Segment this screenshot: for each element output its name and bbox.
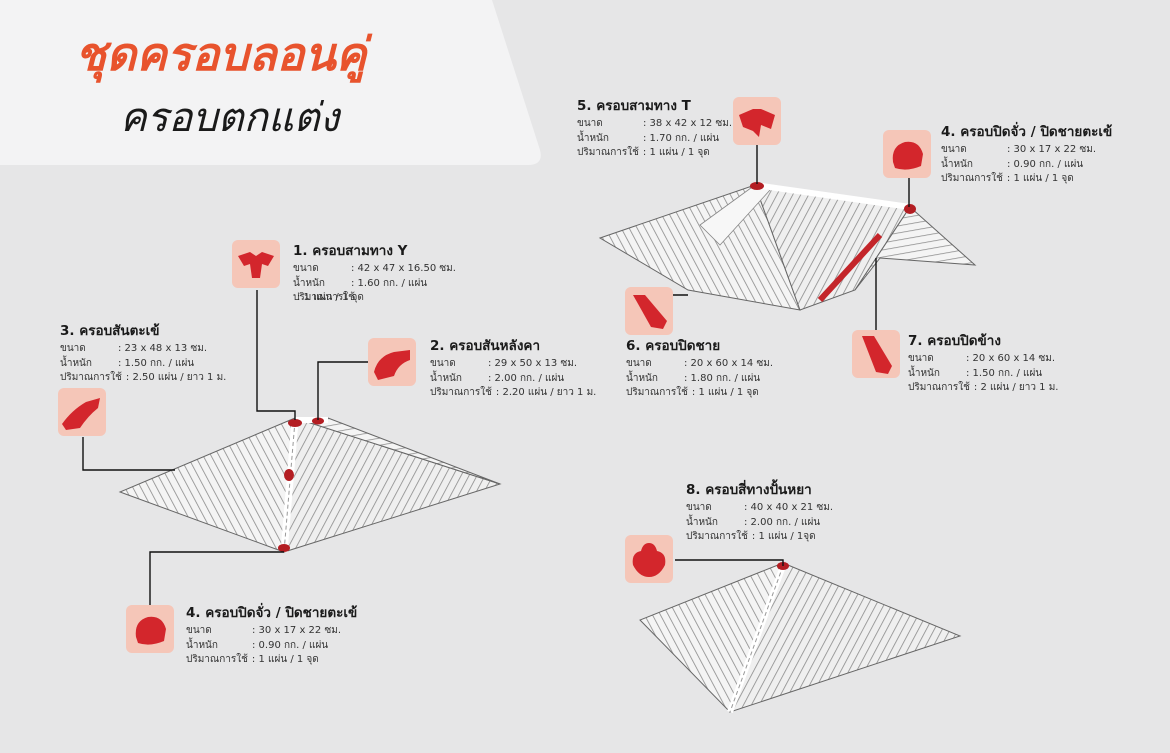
spec-weight-value: : 1.70 กก. / แผ่น <box>643 132 720 144</box>
spec-size-label: ขนาด <box>941 144 967 155</box>
ridge-cap-icon <box>368 338 416 386</box>
title-panel: ชุดครอบลอนคู่ ครอบตกแต่ง <box>0 0 540 165</box>
spec-weight-value: : 1.60 กก. / แผ่น <box>351 277 428 289</box>
page-subtitle: ครอบตกแต่ง <box>120 95 340 141</box>
spec-quantity-value: : 1 แผ่น / 1 จุด <box>642 147 710 158</box>
spec-quantity-value: : 2.50 แผ่น / ยาว 1 ม. <box>125 372 227 383</box>
spec-quantity-value: : 1 แผ่น / 1 จุด <box>297 292 364 303</box>
pyramid-roof-bottom <box>639 562 962 714</box>
hip-roof-left <box>118 417 502 553</box>
four-way-cap-icon <box>625 535 673 583</box>
spec-heading: 5. ครอบสามทาง T <box>577 98 691 114</box>
connector-lines <box>82 143 910 612</box>
spec-size-value: : 20 x 60 x 14 ซม. <box>966 353 1056 364</box>
spec-weight-label: น้ำหนัก <box>186 639 218 651</box>
spec-weight-value: : 1.80 กก. / แผ่น <box>684 372 761 384</box>
spec-weight-label: น้ำหนัก <box>430 372 462 384</box>
t-ridge-cap-icon <box>733 97 781 145</box>
spec-size-value: : 40 x 40 x 21 ซม. <box>744 502 834 513</box>
gable-roof-right <box>598 182 977 311</box>
spec-quantity-value: : 1 แผ่น / 1 จุด <box>1006 173 1074 184</box>
spec-quantity-value: : 2 แผ่น / ยาว 1 ม. <box>973 382 1059 393</box>
spec-size-value: : 38 x 42 x 12 ซม. <box>643 118 733 129</box>
spec-size-value: : 29 x 50 x 13 ซม. <box>488 358 578 369</box>
hip-end-cap-icon <box>126 605 174 653</box>
spec-weight-label: น้ำหนัก <box>60 357 92 369</box>
y-ridge-cap-icon <box>232 240 280 288</box>
spec-item: 6. ครอบปิดชาย ขนาด : 20 x 60 x 14 ซม. น้ำ… <box>626 338 773 401</box>
spec-weight-label: น้ำหนัก <box>577 132 609 144</box>
spec-item: 8. ครอบสี่ทางปั้นหยา ขนาด : 40 x 40 x 21 … <box>686 482 833 545</box>
spec-heading: 4. ครอบปิดจั่ว / ปิดชายตะเข้ <box>186 605 358 621</box>
spec-size-label: ขนาด <box>626 358 652 369</box>
spec-quantity-label: ปริมาณการใช้ <box>941 173 1003 184</box>
page-title: ชุดครอบลอนคู่ <box>75 27 367 81</box>
spec-weight-label: น้ำหนัก <box>293 277 325 289</box>
spec-size-label: ขนาด <box>430 358 456 369</box>
spec-item: 7. ครอบปิดข้าง ขนาด : 20 x 60 x 14 ซม. น้… <box>908 333 1058 396</box>
spec-size-value: : 20 x 60 x 14 ซม. <box>684 358 774 369</box>
spec-weight-label: น้ำหนัก <box>908 367 940 379</box>
spec-item: 5. ครอบสามทาง T ขนาด : 38 x 42 x 12 ซม. น… <box>577 98 732 161</box>
spec-quantity-label: ปริมาณการใช้ <box>60 372 122 383</box>
spec-heading: 4. ครอบปิดจั่ว / ปิดชายตะเข้ <box>941 124 1113 140</box>
spec-weight-label: น้ำหนัก <box>941 158 973 170</box>
spec-quantity-value: : 1 แผ่น / 1 จุด <box>251 654 319 665</box>
spec-size-label: ขนาด <box>908 353 934 364</box>
spec-heading: 2. ครอบสันหลังคา <box>430 338 541 354</box>
spec-weight-value: : 2.00 กก. / แผ่น <box>488 372 565 384</box>
spec-quantity-label: ปริมาณการใช้ <box>686 531 748 542</box>
spec-size-label: ขนาด <box>577 118 603 129</box>
spec-size-label: ขนาด <box>60 343 86 354</box>
spec-item: 1. ครอบสามทาง Y ขนาด : 42 x 47 x 16.50 ซม… <box>293 243 456 306</box>
spec-weight-value: : 0.90 กก. / แผ่น <box>252 639 329 651</box>
spec-quantity-value: : 1 แผ่น / 1จุด <box>751 531 816 542</box>
spec-quantity-value: : 2.20 แผ่น / ยาว 1 ม. <box>495 387 597 398</box>
spec-size-value: : 42 x 47 x 16.50 ซม. <box>351 263 456 274</box>
spec-weight-label: น้ำหนัก <box>686 516 718 528</box>
spec-quantity-label: ปริมาณการใช้ <box>186 654 248 665</box>
spec-size-value: : 30 x 17 x 22 ซม. <box>1007 144 1097 155</box>
spec-weight-value: : 1.50 กก. / แผ่น <box>966 367 1043 379</box>
spec-size-label: ขนาด <box>686 502 712 513</box>
spec-heading: 8. ครอบสี่ทางปั้นหยา <box>686 482 812 498</box>
spec-quantity-value: : 1 แผ่น / 1 จุด <box>691 387 759 398</box>
spec-size-value: : 23 x 48 x 13 ซม. <box>118 343 208 354</box>
side-cap-icon <box>852 330 900 378</box>
spec-weight-value: : 1.50 กก. / แผ่น <box>118 357 195 369</box>
spec-heading: 1. ครอบสามทาง Y <box>293 243 408 259</box>
spec-quantity-label: ปริมาณการใช้ <box>626 387 688 398</box>
spec-quantity-label: ปริมาณการใช้ <box>908 382 970 393</box>
spec-size-value: : 30 x 17 x 22 ซม. <box>252 625 342 636</box>
spec-item: 2. ครอบสันหลังคา ขนาด: 29 x 50 x 13 ซม. … <box>430 338 596 401</box>
spec-quantity-label: ปริมาณการใช้ <box>430 387 492 398</box>
spec-item: 4. ครอบปิดจั่ว / ปิดชายตะเข้ ขนาด : 30 x … <box>186 605 357 668</box>
spec-item: 4. ครอบปิดจั่ว / ปิดชายตะเข้ ขนาด : 30 x … <box>941 124 1112 187</box>
spec-quantity-label: ปริมาณการใช้ <box>577 147 639 158</box>
spec-heading: 6. ครอบปิดชาย <box>626 338 721 354</box>
ridge-end-cap-icon <box>625 287 673 335</box>
spec-size-label: ขนาด <box>186 625 212 636</box>
spec-weight-value: : 0.90 กก. / แผ่น <box>1007 158 1084 170</box>
spec-weight-value: : 2.00 กก. / แผ่น <box>744 516 821 528</box>
spec-size-label: ขนาด <box>293 263 319 274</box>
hip-cap-icon <box>58 388 106 436</box>
hip-end-cap-icon <box>883 130 931 178</box>
spec-weight-label: น้ำหนัก <box>626 372 658 384</box>
spec-heading: 3. ครอบสันตะเข้ <box>60 323 160 339</box>
spec-heading: 7. ครอบปิดข้าง <box>908 333 1001 349</box>
spec-item: 3. ครอบสันตะเข้ ขนาด : 23 x 48 x 13 ซม. น… <box>60 323 226 386</box>
